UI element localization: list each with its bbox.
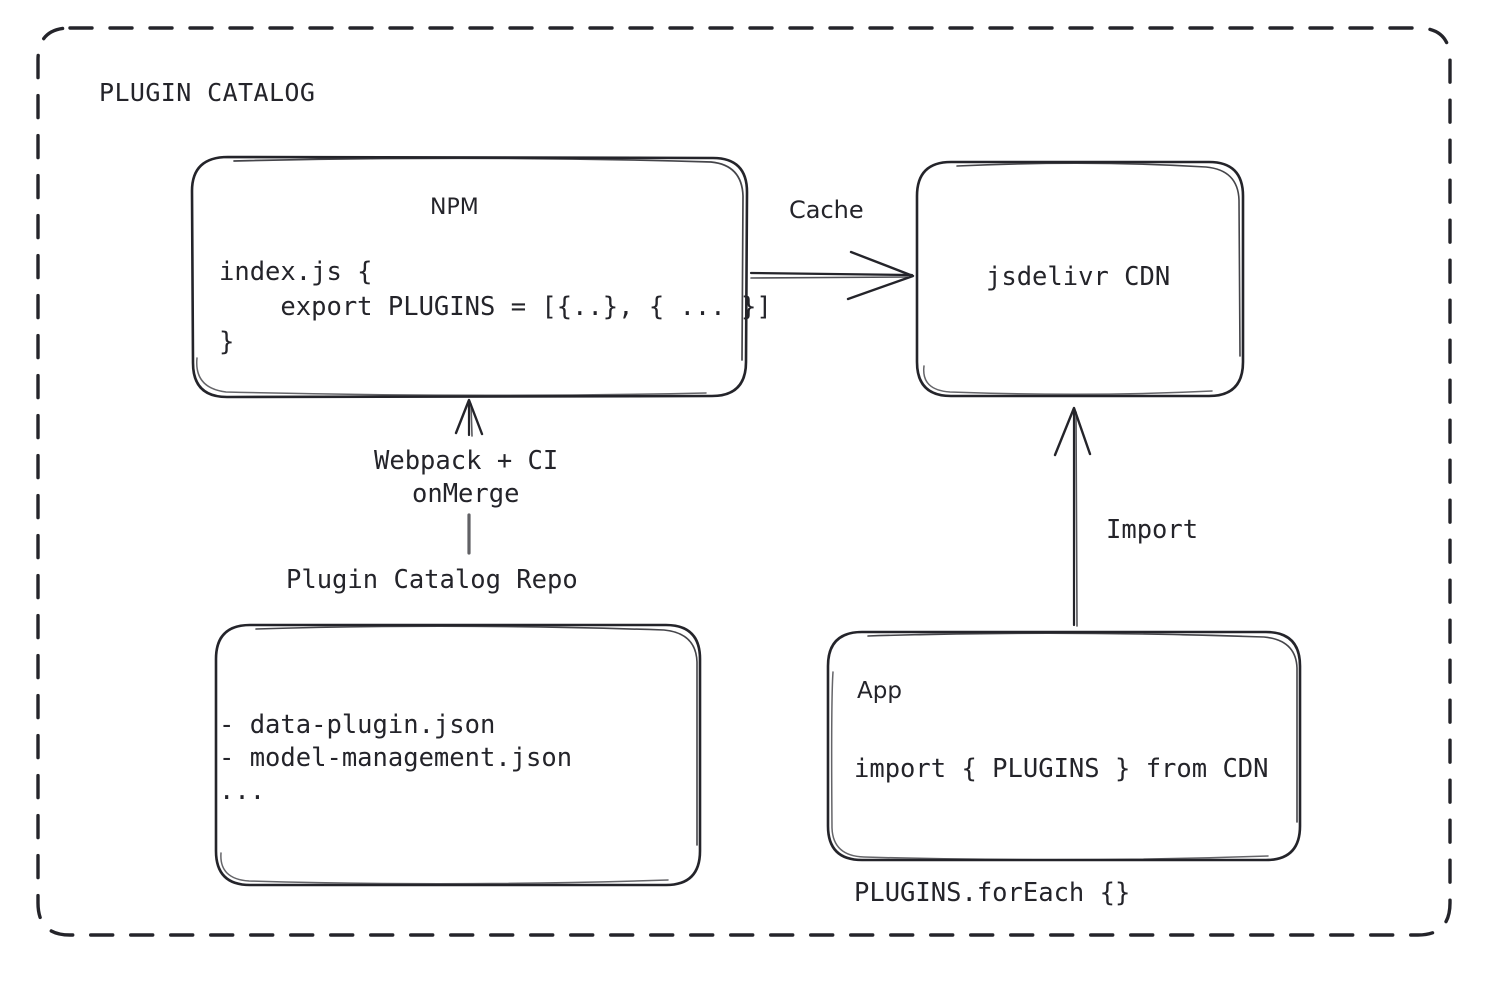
page-title: PLUGIN CATALOG: [99, 78, 316, 107]
edge-app-to-cdn: [1053, 406, 1092, 627]
edge-repo-to-npm: [454, 398, 484, 555]
edge-label-onmerge: onMerge: [412, 479, 520, 509]
npm-node-title: NPM: [430, 195, 479, 220]
app-node-code: import { PLUGINS } from CDN PLUGINS.forE…: [854, 754, 1269, 908]
repo-node-label: Plugin Catalog Repo: [286, 565, 578, 595]
edge-label-webpack-ci: Webpack + CI: [374, 446, 559, 476]
edge-label-cache: Cache: [789, 196, 864, 224]
repo-node-file-list: - data-plugin.json - model-management.js…: [219, 710, 573, 806]
app-node-title: App: [857, 678, 902, 704]
edge-npm-to-cdn: [749, 250, 915, 301]
edge-label-import: Import: [1106, 515, 1199, 545]
cdn-node-title: jsdelivr CDN: [986, 262, 1171, 292]
npm-node-code: index.js { export PLUGINS = [{..}, { ...…: [219, 257, 772, 357]
